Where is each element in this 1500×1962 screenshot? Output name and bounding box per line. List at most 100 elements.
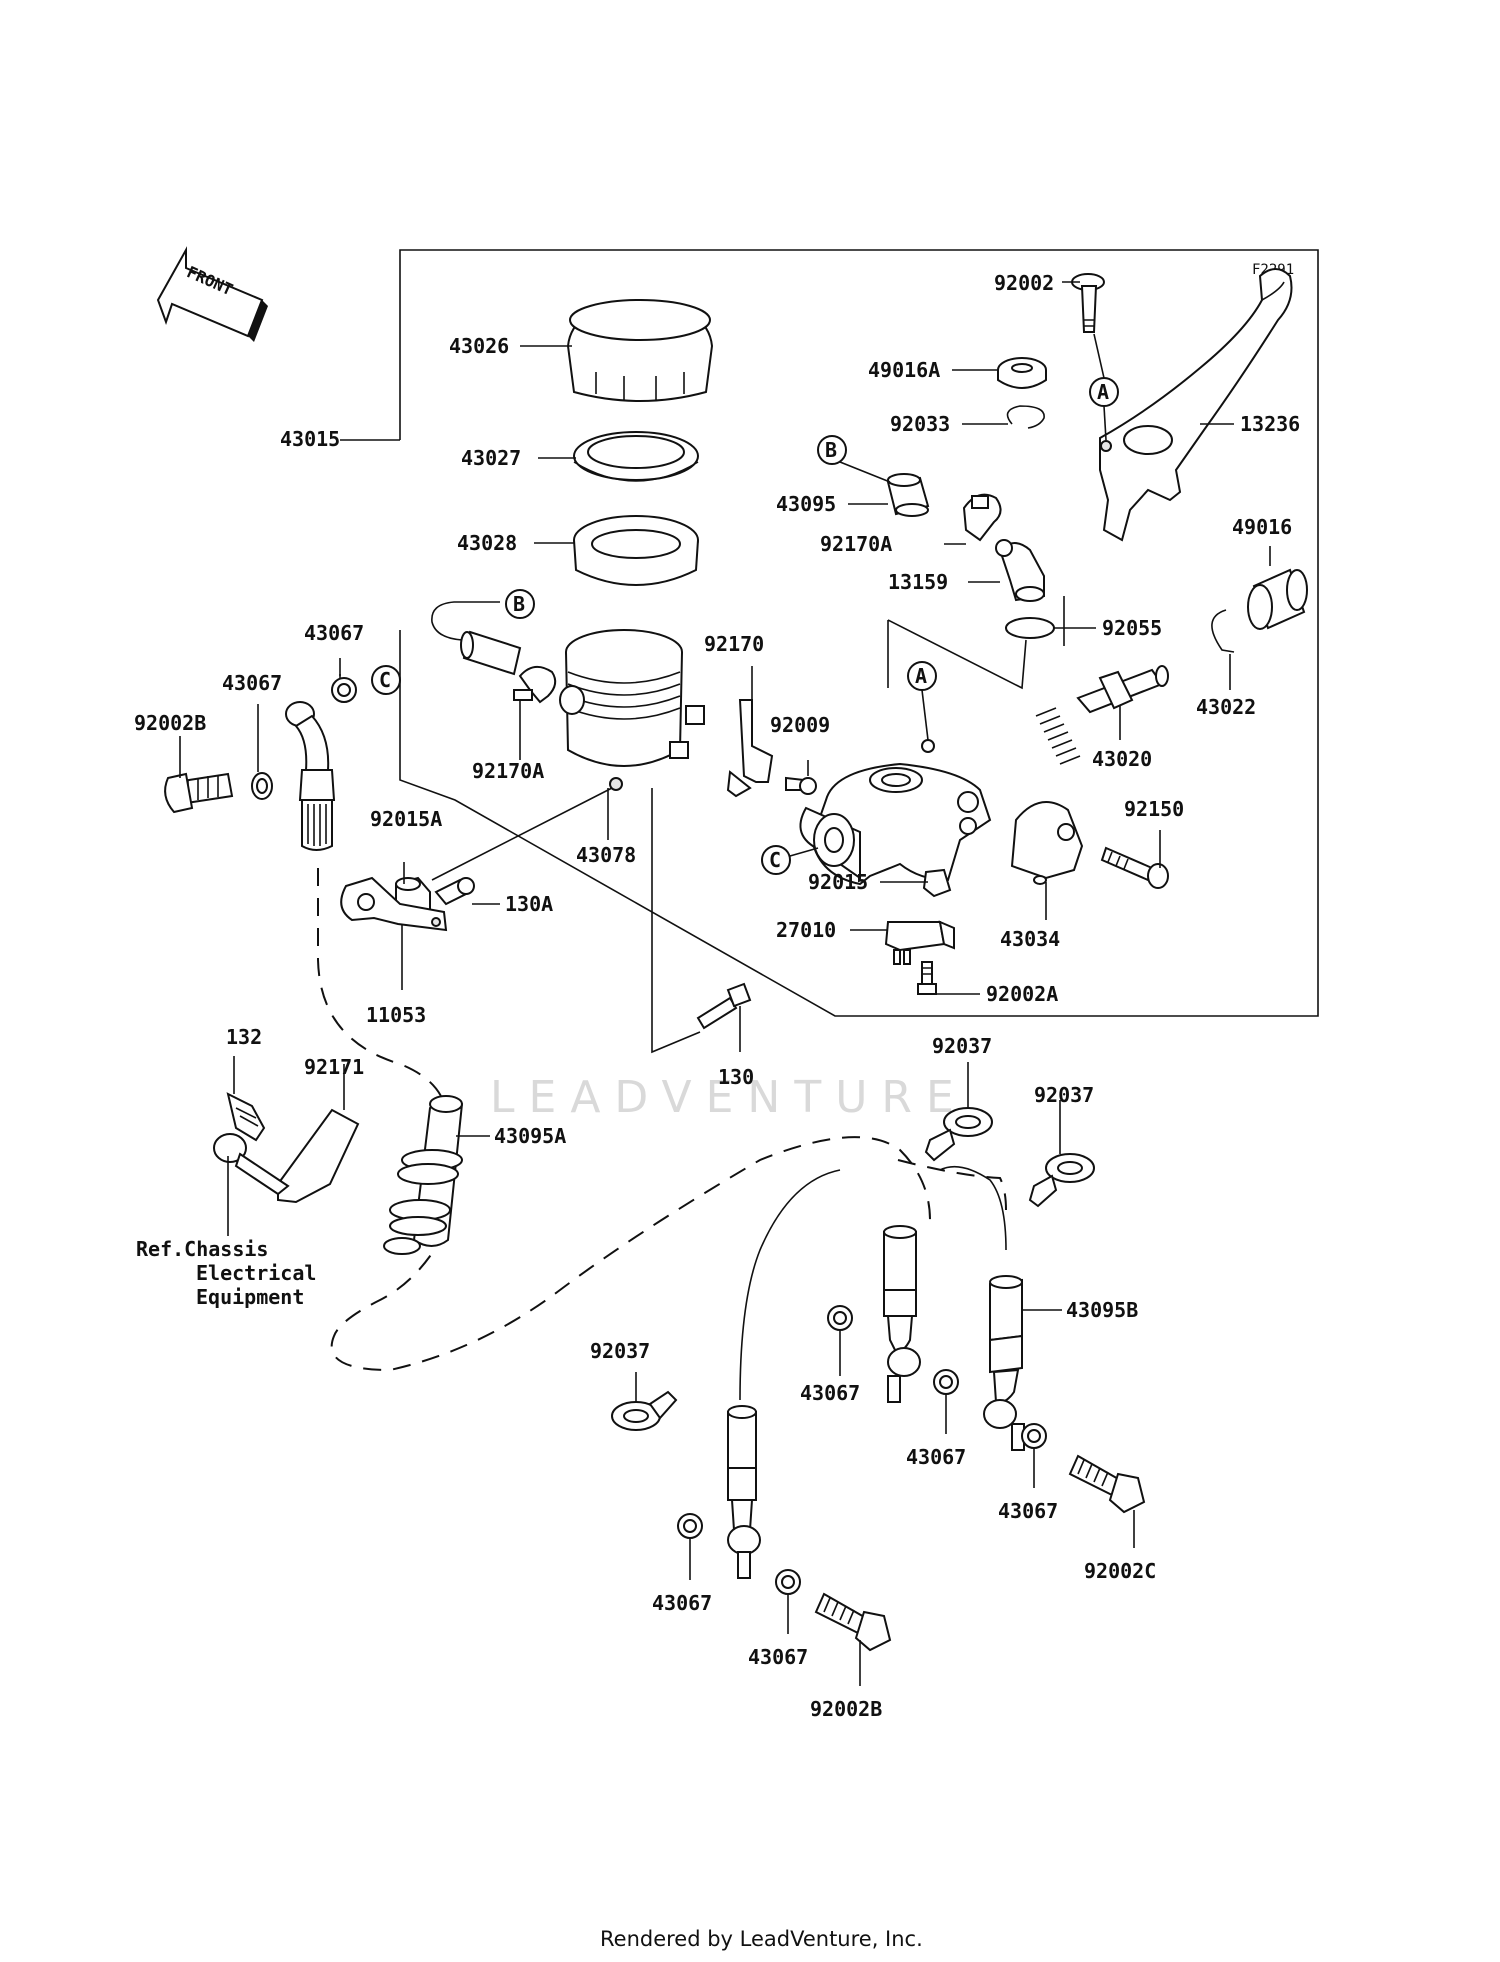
hose-clamp-92171 xyxy=(213,1108,360,1204)
washer-43067-d xyxy=(933,1369,959,1395)
leader-lines xyxy=(179,281,1271,1686)
label-43067-c: 43067 xyxy=(800,1381,860,1405)
label-43067-d: 43067 xyxy=(906,1445,966,1469)
label-43095: 43095 xyxy=(776,492,836,516)
label-92002a: 92002A xyxy=(986,982,1058,1006)
washer-43067-e xyxy=(1021,1423,1047,1449)
svg-text:A: A xyxy=(1097,380,1109,404)
circlip-43022 xyxy=(1211,609,1235,653)
fitting-92037-upper xyxy=(924,1107,993,1162)
label-43095a: 43095A xyxy=(494,1124,566,1148)
switch-screw-92002a xyxy=(917,961,937,995)
label-92002b-a: 92002B xyxy=(134,711,206,735)
label-92015: 92015 xyxy=(808,870,868,894)
label-27010: 27010 xyxy=(776,918,836,942)
ref-circle-c-top: C xyxy=(371,665,401,695)
assembly-link-lines xyxy=(431,619,1027,1054)
bracket-screw xyxy=(785,776,817,795)
banjo-bolt-92002b-lower xyxy=(814,1592,892,1652)
label-92150: 92150 xyxy=(1124,797,1184,821)
fitting-92037-left xyxy=(611,1390,678,1431)
brake-hose-lower xyxy=(727,1405,761,1579)
bracket-plate xyxy=(340,876,448,932)
label-43015: 43015 xyxy=(280,427,340,451)
fitting-92037-right xyxy=(1028,1153,1095,1208)
label-43067-g: 43067 xyxy=(748,1645,808,1669)
clamp-bolt-132 xyxy=(226,1092,266,1142)
label-43067-f: 43067 xyxy=(652,1591,712,1615)
label-43020: 43020 xyxy=(1092,747,1152,771)
ref-chassis-note: Ref.Chassis Electrical Equipment xyxy=(136,1237,316,1309)
ref-circle-a-top: A xyxy=(1089,333,1119,441)
label-92002b-b: 92002B xyxy=(810,1697,882,1721)
front-arrow-icon: FRONT xyxy=(156,246,268,342)
brake-hose-43095b-right xyxy=(983,1275,1025,1451)
label-43027: 43027 xyxy=(461,446,521,470)
label-132: 132 xyxy=(226,1025,262,1049)
label-130: 130 xyxy=(718,1065,754,1089)
bracket-bolt-130a xyxy=(434,877,475,906)
label-92170a-b: 92170A xyxy=(820,532,892,556)
pivot-bolt-92002 xyxy=(1071,273,1105,333)
svg-text:B: B xyxy=(825,438,837,462)
label-43095b: 43095B xyxy=(1066,1298,1138,1322)
ref-circle-c-mid: C xyxy=(761,845,819,875)
brake-lever-13236 xyxy=(1099,268,1293,542)
circlip-92033 xyxy=(1006,405,1045,429)
fitting-13159 xyxy=(995,539,1045,602)
label-92170: 92170 xyxy=(704,632,764,656)
label-92171: 92171 xyxy=(304,1055,364,1079)
dust-boot-49016 xyxy=(1247,568,1308,630)
svg-text:Electrical: Electrical xyxy=(196,1261,316,1285)
brake-hose-43095a xyxy=(383,1095,464,1255)
clamp-bolt-92150 xyxy=(1100,846,1169,889)
label-13236: 13236 xyxy=(1240,412,1300,436)
label-92037-b: 92037 xyxy=(1034,1083,1094,1107)
hose-clamp-lower xyxy=(513,665,557,704)
mount-bolt-130 xyxy=(696,982,752,1030)
o-ring-92055 xyxy=(1005,617,1055,639)
label-92015a: 92015A xyxy=(370,807,442,831)
label-43026: 43026 xyxy=(449,334,509,358)
ref-circle-b-mid: B xyxy=(505,589,535,619)
hose-route-line xyxy=(317,868,931,1372)
label-92037-a: 92037 xyxy=(932,1034,992,1058)
label-43067-e: 43067 xyxy=(998,1499,1058,1523)
label-11053: 11053 xyxy=(366,1003,426,1027)
label-92002c: 92002C xyxy=(1084,1559,1156,1583)
label-13159: 13159 xyxy=(888,570,948,594)
svg-text:Equipment: Equipment xyxy=(196,1285,304,1309)
label-92009: 92009 xyxy=(770,713,830,737)
footer-credit: Rendered by LeadVenture, Inc. xyxy=(600,1927,923,1951)
master-cylinder-body xyxy=(799,739,992,886)
svg-text:B: B xyxy=(513,592,525,616)
washer-43067-c xyxy=(827,1305,853,1331)
label-92002: 92002 xyxy=(994,271,1054,295)
washer-43067-upper-a xyxy=(251,772,273,800)
label-92170a-a: 92170A xyxy=(472,759,544,783)
watermark-text: LEADVENTURE xyxy=(490,1072,968,1123)
svg-text:C: C xyxy=(379,668,391,692)
label-43022: 43022 xyxy=(1196,695,1256,719)
svg-text:Ref.Chassis: Ref.Chassis xyxy=(136,1237,268,1261)
clamp-92170a-upper xyxy=(962,493,1002,542)
washer-43067-f xyxy=(677,1513,703,1539)
washer-43067-upper-b xyxy=(331,677,357,703)
label-92055: 92055 xyxy=(1102,616,1162,640)
brake-hose-upper xyxy=(285,701,336,851)
banjo-bolt-92002b-upper xyxy=(164,772,234,814)
banjo-bolt-92002c xyxy=(1068,1454,1146,1514)
label-43067-a: 43067 xyxy=(304,621,364,645)
label-92037-c: 92037 xyxy=(590,1339,650,1363)
svg-text:C: C xyxy=(769,848,781,872)
piston-43020 xyxy=(1035,665,1169,765)
label-92033: 92033 xyxy=(890,412,950,436)
label-43067-b: 43067 xyxy=(222,671,282,695)
washer-43067-g xyxy=(775,1569,801,1595)
reservoir-bracket xyxy=(726,699,774,798)
part-labels: 43026 43015 43027 43028 43067 43067 9200… xyxy=(134,271,1300,1721)
assembly-outline xyxy=(340,249,1319,1017)
ref-circle-b-top: B xyxy=(817,435,891,483)
reservoir-cap xyxy=(566,298,714,402)
